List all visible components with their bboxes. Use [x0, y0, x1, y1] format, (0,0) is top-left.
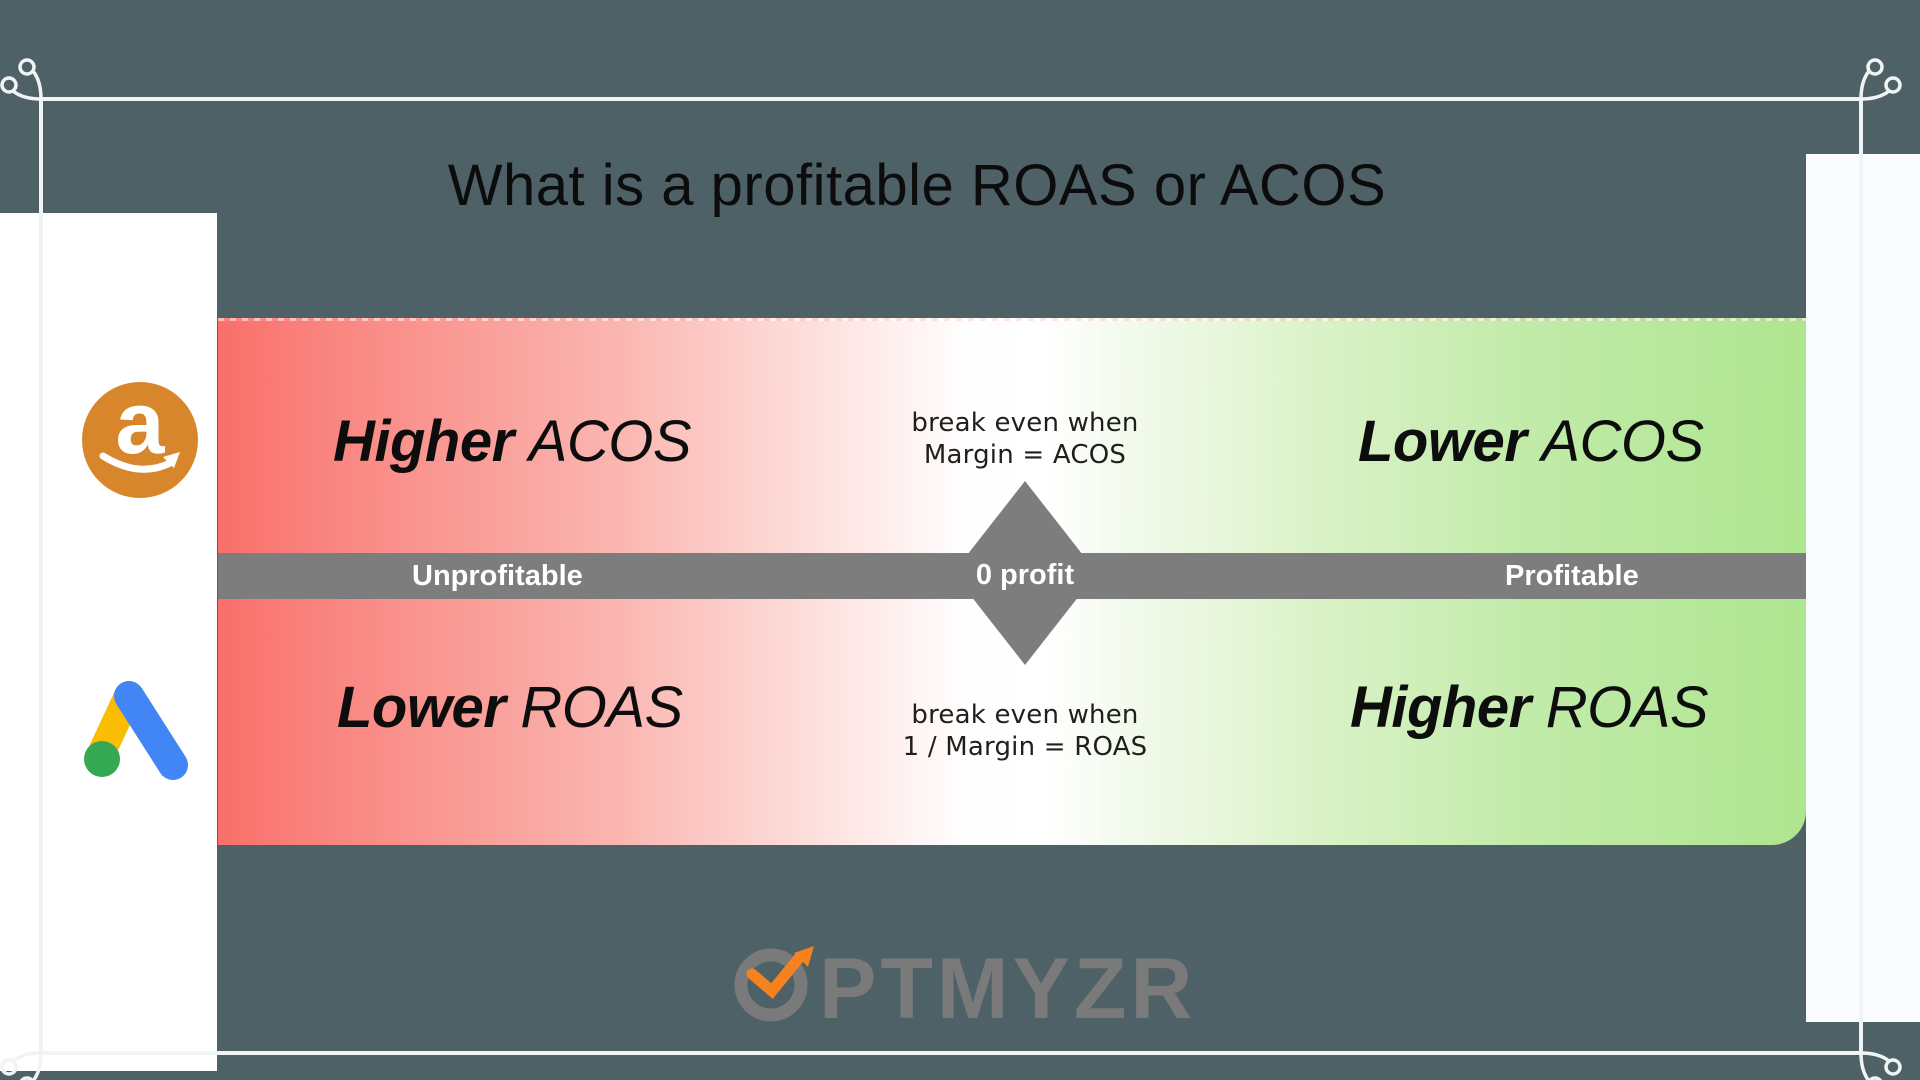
optmyzr-logo: PTMYZR	[727, 941, 1207, 1037]
note-line: 1 / Margin = ROAS	[902, 732, 1148, 762]
quadrant-label-emphasis: Lower	[337, 675, 506, 740]
note-break-even-acos: break even when Margin = ACOS	[860, 407, 1190, 471]
left-white-panel	[0, 213, 217, 1071]
google-ads-icon	[83, 681, 189, 783]
quadrant-label-emphasis: Higher	[333, 409, 514, 474]
page-title: What is a profitable ROAS or ACOS	[447, 153, 1387, 218]
amazon-letter: a	[116, 382, 166, 472]
optmyzr-o-ring	[734, 948, 808, 1022]
quadrant-label-metric: ROAS	[520, 675, 683, 740]
amazon-smile-arrow	[99, 452, 176, 473]
optmyzr-arrowhead	[794, 946, 814, 967]
quadrant-label-metric: ACOS	[528, 409, 692, 474]
note-line: break even when	[911, 700, 1139, 730]
axis-label-unprofitable: Unprofitable	[412, 560, 583, 592]
google-ads-blue-bar	[114, 681, 188, 780]
quadrant-label-metric: ROAS	[1545, 675, 1709, 740]
google-ads-green-dot	[84, 741, 120, 777]
note-line: break even when	[911, 408, 1139, 438]
corner-flourish-icon	[0, 57, 43, 101]
amazon-arrowhead	[163, 452, 180, 468]
amazon-icon: a	[82, 373, 198, 498]
quadrant-label-emphasis: Lower	[1358, 409, 1527, 474]
note-break-even-roas: break even when 1 / Margin = ROAS	[860, 699, 1190, 763]
axis-label-profitable: Profitable	[1505, 560, 1639, 592]
right-white-panel	[1806, 154, 1920, 1022]
corner-flourish-icon	[1859, 1051, 1903, 1080]
optmyzr-check-arrow-icon	[746, 952, 805, 999]
corner-flourish-icon	[0, 1051, 43, 1080]
quadrant-label-emphasis: Higher	[1350, 675, 1531, 740]
corner-flourish-icon	[1859, 57, 1903, 101]
optmyzr-wordmark: PTMYZR	[819, 944, 1197, 1028]
axis-label-zero-profit: 0 profit	[975, 559, 1075, 591]
note-line: Margin = ACOS	[923, 440, 1127, 470]
quadrant-label-metric: ACOS	[1541, 409, 1704, 474]
